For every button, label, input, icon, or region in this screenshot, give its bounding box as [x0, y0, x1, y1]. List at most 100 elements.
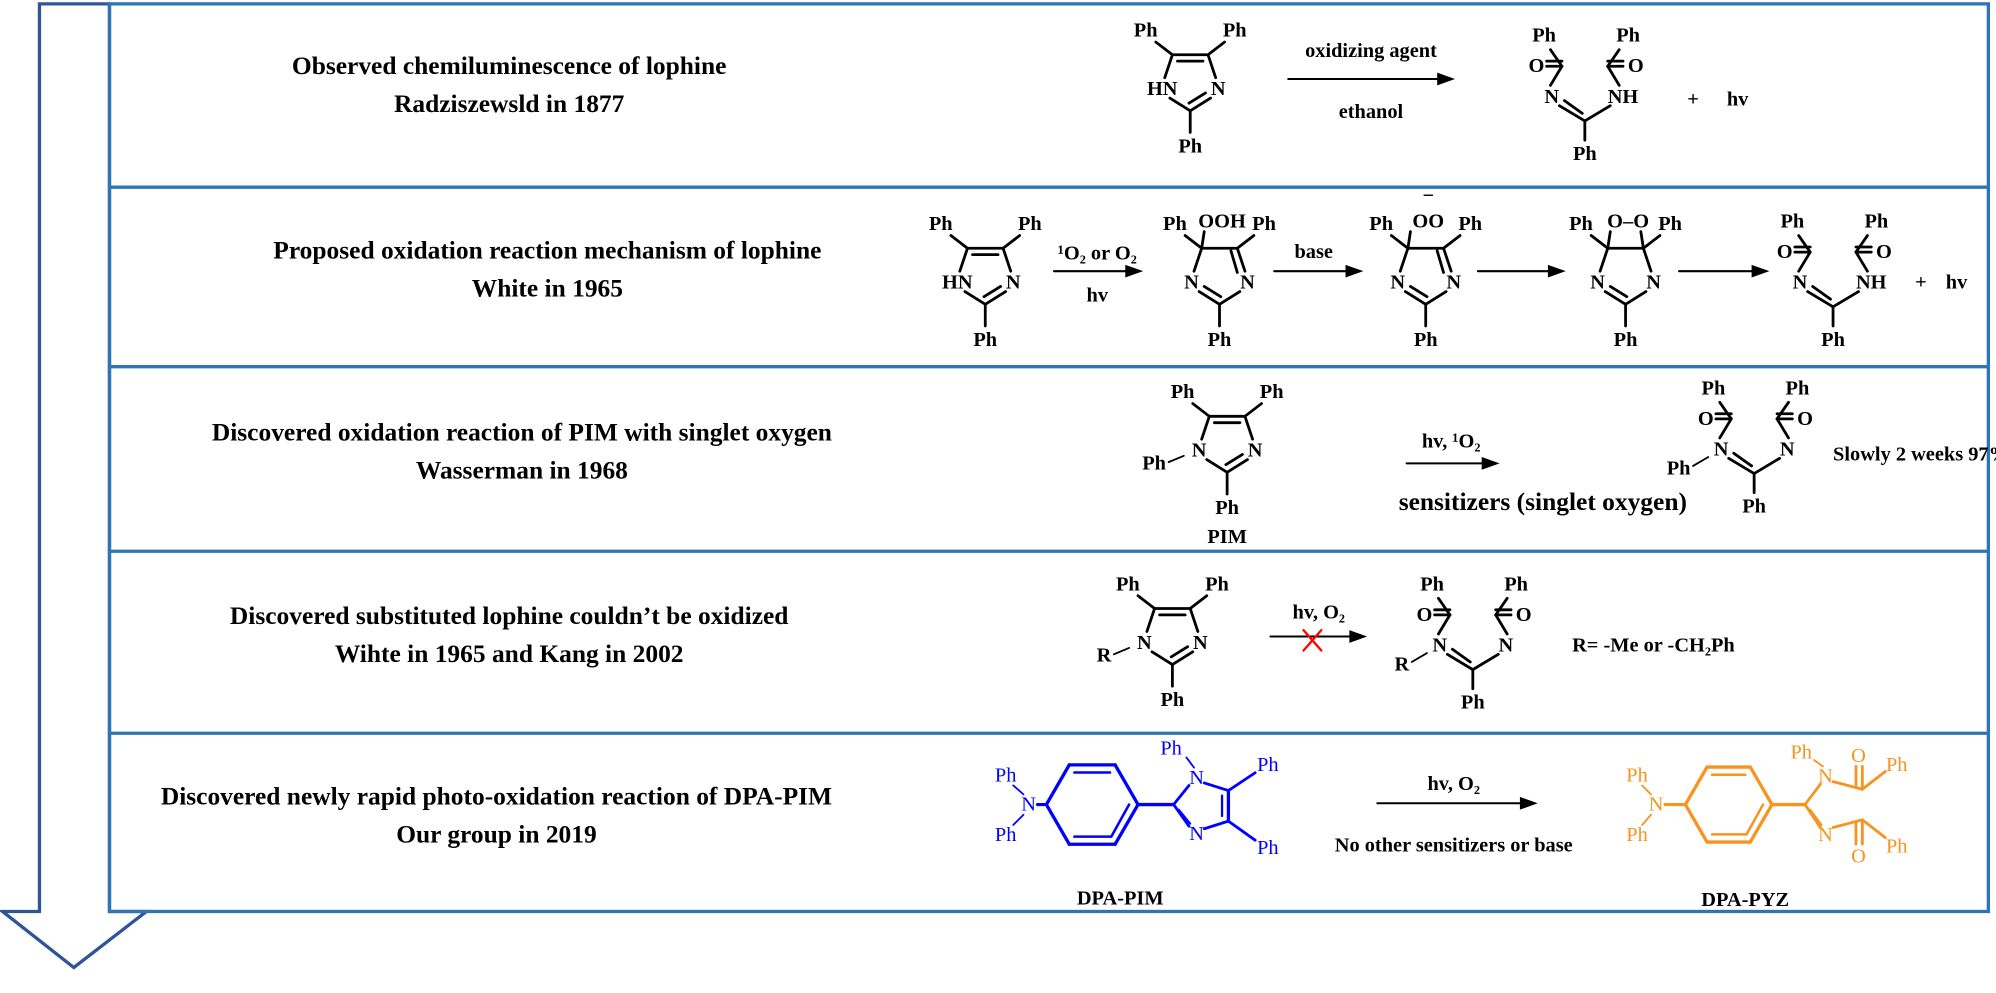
bond [1809, 808, 1823, 826]
atom-label: Ph [1667, 457, 1691, 479]
bond [1206, 40, 1226, 57]
bond [1683, 802, 1709, 844]
atom-label: N [1818, 766, 1833, 788]
bond [982, 285, 1002, 299]
row4-subtitle: Wihte in 1965 and Kang in 2002 [335, 639, 684, 668]
atom-label: O [1417, 604, 1433, 626]
reagent-label: sensitizers (singlet oxygen) [1399, 487, 1687, 516]
bond [1606, 64, 1621, 87]
plus-sign: + [1915, 272, 1927, 294]
atom-label: Ph [1369, 213, 1393, 235]
bond [1797, 250, 1812, 273]
bond [1001, 246, 1013, 273]
atom-label: HN [1147, 78, 1178, 100]
atom-label: N [1137, 632, 1152, 654]
atom-label: Ph [1458, 213, 1482, 235]
bond [1243, 402, 1263, 418]
atom-label: Ph [1252, 213, 1276, 235]
bond [1202, 285, 1223, 299]
atom-label: O [1797, 408, 1813, 430]
bond [1641, 813, 1652, 826]
atom-label: N [1021, 794, 1036, 816]
atom-label: Ph [1573, 143, 1597, 165]
reagent-label: hv, O₂ [1293, 601, 1346, 623]
atom-label: N [1211, 78, 1226, 100]
atom-label: Ph [1780, 211, 1804, 233]
bond [1598, 246, 1610, 273]
bond [1437, 596, 1452, 617]
atom-label: N [1649, 794, 1664, 816]
bond [1202, 781, 1230, 792]
bond [1145, 607, 1156, 633]
bond [1227, 819, 1257, 842]
bond [1775, 400, 1790, 421]
atom-label: N [1793, 272, 1808, 294]
compound-label-dpa-pim: DPA-PIM [1077, 888, 1164, 910]
bond [1860, 818, 1887, 840]
bond [1163, 53, 1174, 80]
reagent-label: hv [1087, 284, 1109, 306]
atom-label: Ph [1461, 692, 1485, 714]
atom-label: Ph [1886, 754, 1908, 776]
row5-subtitle: Our group in 2019 [396, 820, 596, 849]
atom-label: N [1192, 440, 1207, 462]
bond [1727, 456, 1756, 475]
atom-label: Ph [1163, 213, 1187, 235]
bond [1854, 234, 1869, 254]
atom-label: N [1189, 823, 1204, 845]
hv-label: hv [1727, 88, 1749, 110]
bond [1811, 285, 1832, 301]
atom-label: O [1698, 408, 1714, 430]
bond [1775, 417, 1790, 440]
bond [1112, 647, 1131, 656]
atom-label: Ph [1420, 573, 1444, 595]
atom-label: Ph [1614, 329, 1638, 351]
bond [1235, 234, 1256, 250]
atom-label: R [1394, 654, 1409, 676]
arrowhead [1345, 264, 1364, 278]
arrowhead [1125, 264, 1144, 278]
bond [1606, 48, 1621, 68]
timeline-arrow [0, 2, 152, 970]
bond [963, 290, 987, 306]
reagent-label: oxidizing agent [1305, 40, 1437, 62]
bond [1243, 414, 1254, 441]
bond [1172, 784, 1191, 806]
bond [1803, 782, 1822, 806]
bond [1205, 458, 1229, 474]
atom-label: O [1516, 604, 1532, 626]
bond [1409, 285, 1429, 299]
bond [1608, 285, 1629, 299]
bond [1012, 813, 1025, 826]
bond [1692, 456, 1710, 467]
row3-subtitle: Wasserman in 1968 [416, 456, 628, 485]
atom-label: Ph [1260, 381, 1284, 403]
bond [1549, 48, 1564, 68]
atom-label: Ph [1504, 573, 1528, 595]
bond [1187, 91, 1207, 105]
bond [1563, 99, 1584, 115]
atom-label: N [1590, 272, 1605, 294]
atom-label: O [1529, 55, 1545, 77]
atom-label: O [1628, 55, 1644, 77]
bond [1183, 234, 1204, 250]
atom-label: R [1097, 645, 1112, 667]
atom-label: Ph [1178, 135, 1202, 157]
bond [958, 246, 969, 273]
reagent-label: base [1294, 241, 1332, 263]
atom-label: Ph [1626, 824, 1648, 846]
bond [1001, 234, 1022, 250]
bond [1113, 763, 1140, 807]
bond [1748, 802, 1774, 844]
atom-label: Ph [1161, 689, 1185, 711]
atom-label: N [1780, 438, 1795, 460]
atom-label: N [1184, 272, 1199, 294]
bond [1831, 818, 1864, 829]
atom-label: O [1876, 241, 1892, 263]
atom-label: O [1851, 745, 1866, 767]
bond [1831, 780, 1864, 791]
atom-label: N [1432, 634, 1447, 656]
bond [1389, 234, 1410, 250]
bond [1442, 234, 1462, 250]
